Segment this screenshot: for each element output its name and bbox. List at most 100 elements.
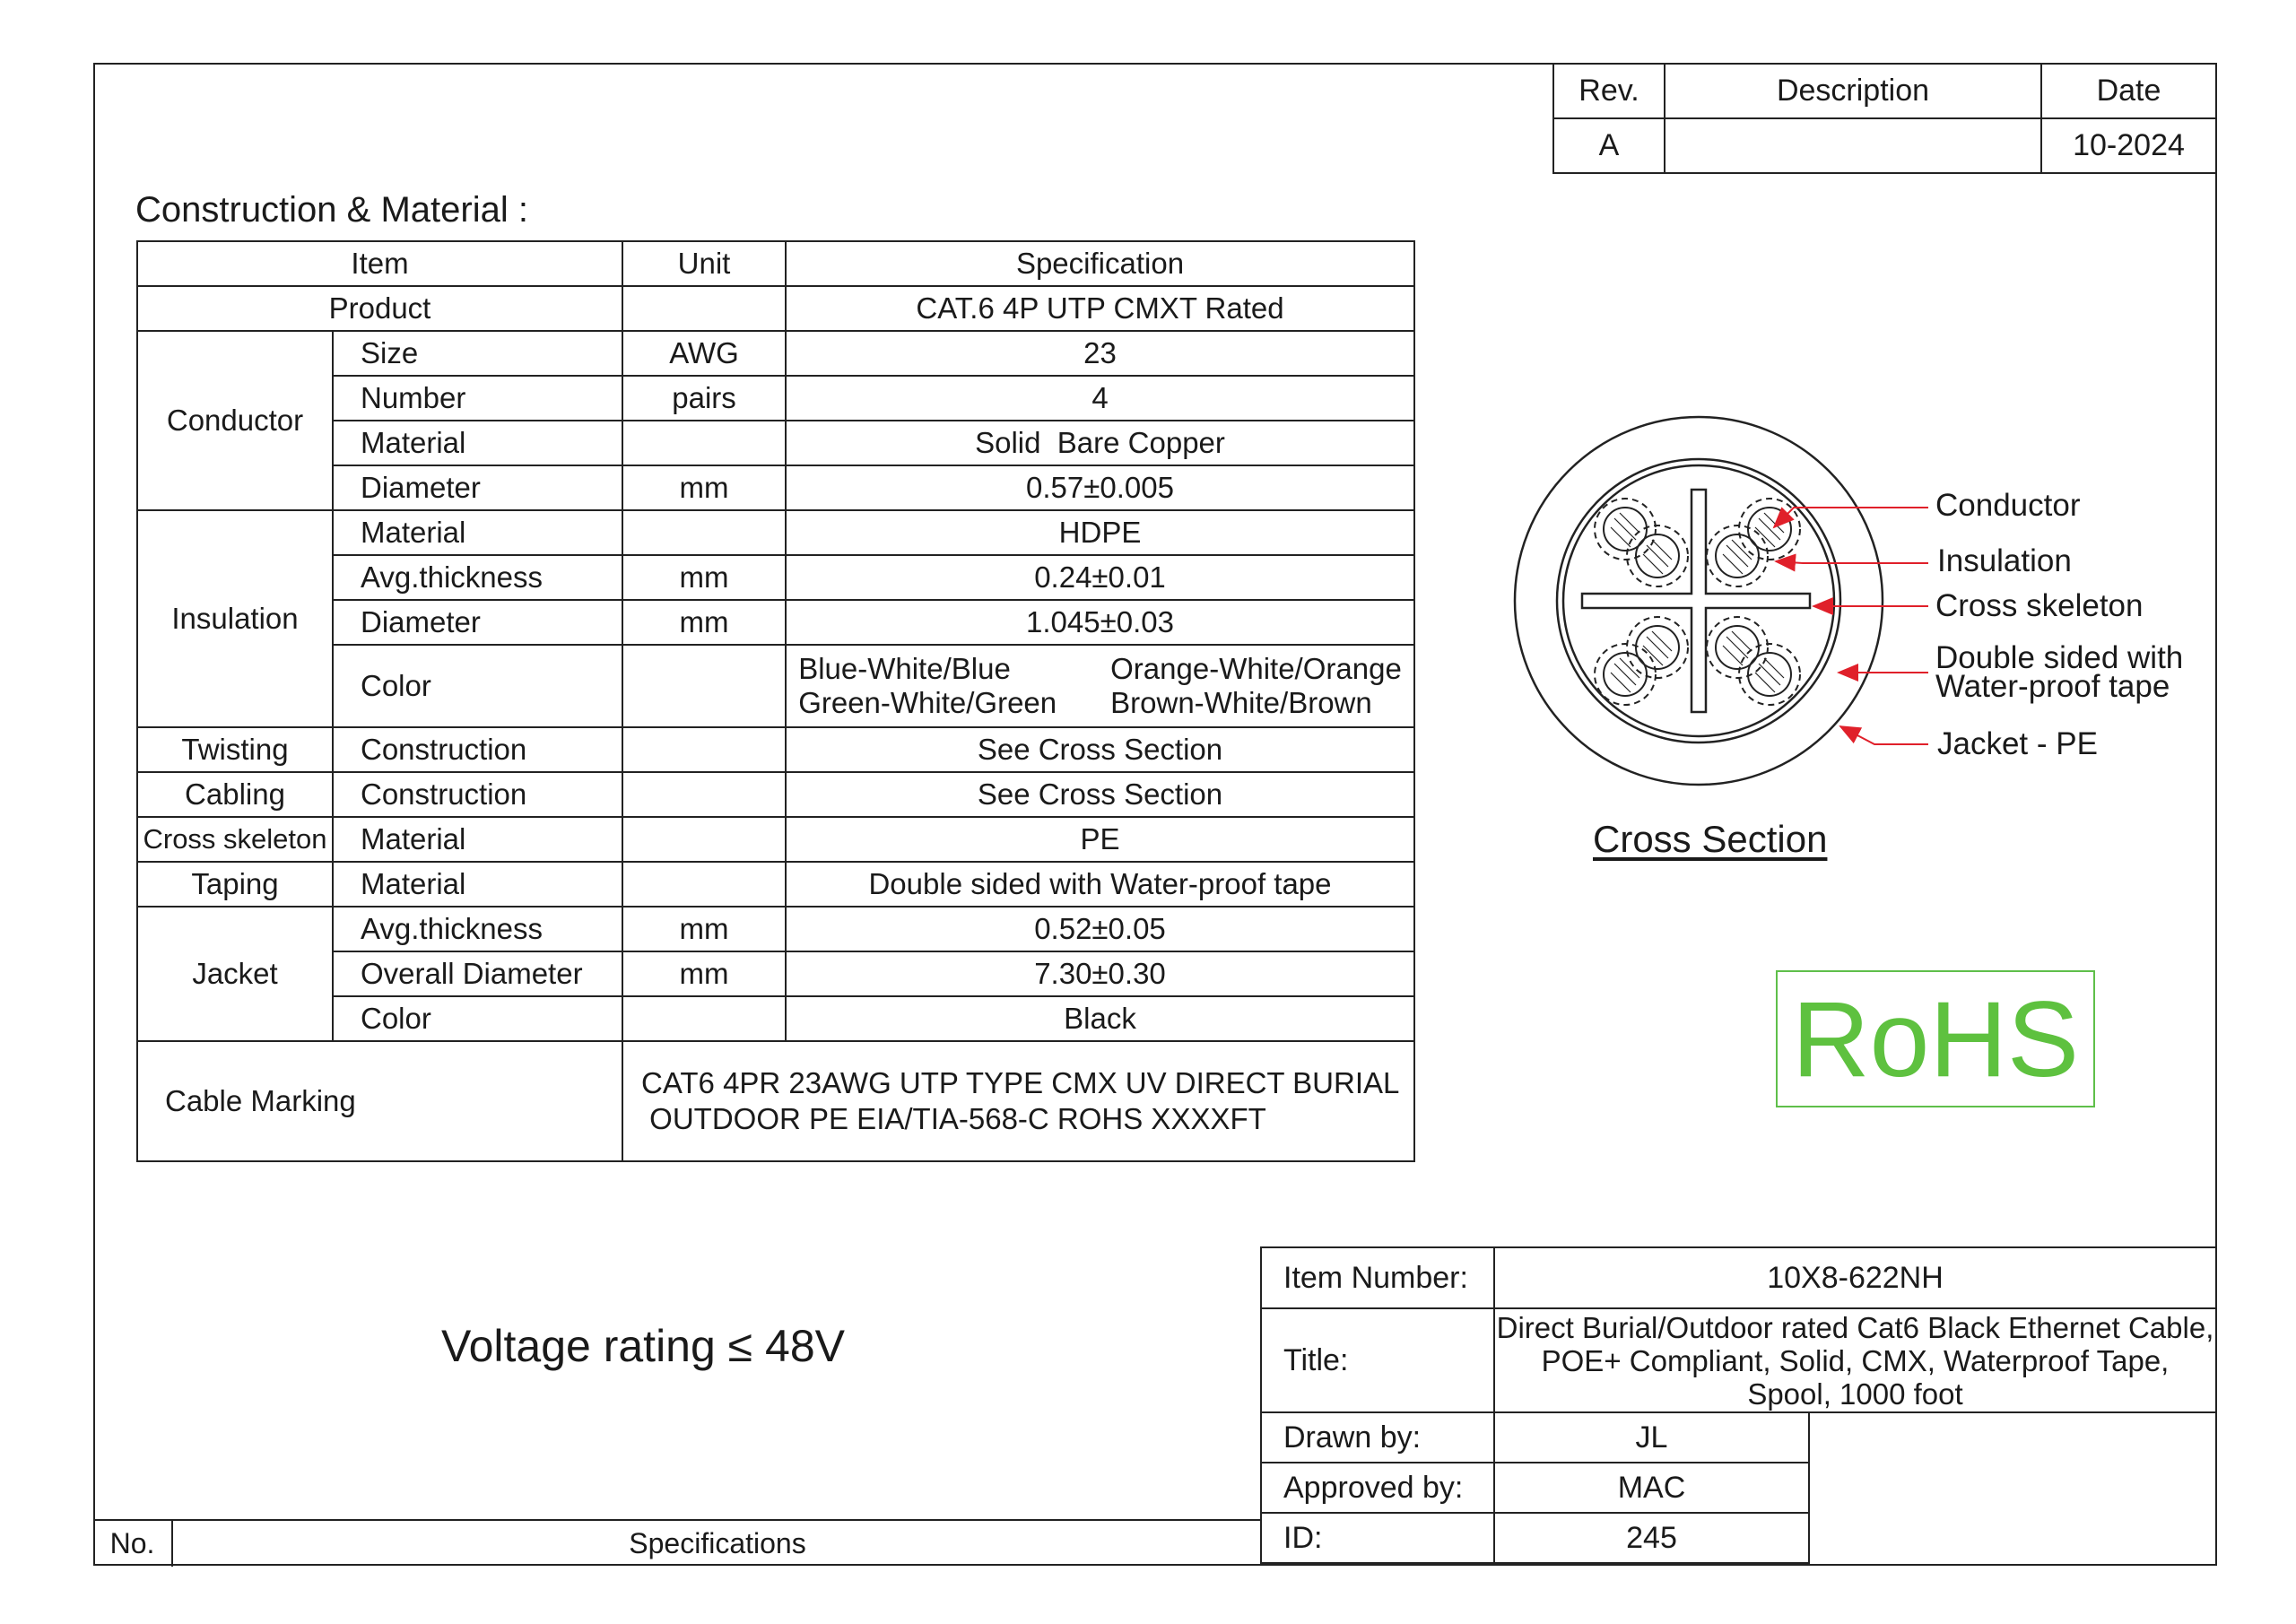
specification-header: Specification [785, 240, 1415, 287]
drawn-by-value: JL [1493, 1411, 1810, 1463]
jacket-diameter-name: Overall Diameter [332, 951, 623, 997]
color-orange: Orange-White/Orange [1110, 652, 1402, 685]
id-value: 245 [1493, 1512, 1810, 1564]
jacket-thickness-name: Avg.thickness [332, 906, 623, 952]
twisting-value: See Cross Section [785, 726, 1415, 773]
cross-skeleton-value: PE [785, 816, 1415, 863]
insulation-leader [1774, 553, 1928, 572]
insulation-thickness-unit: mm [622, 554, 787, 601]
voltage-rating: Voltage rating ≤ 48V [441, 1321, 845, 1371]
conductor-size-value: 23 [785, 330, 1415, 377]
revision-table: Rev. Description Date A 10-2024 [1552, 63, 2217, 174]
title-line-2: POE+ Compliant, Solid, CMX, Waterproof T… [1541, 1343, 2170, 1377]
tape-circle-inner [1561, 464, 1836, 738]
label-insulation: Insulation [1937, 543, 2072, 578]
cabling-label: Cabling [136, 771, 334, 818]
spec-table: Item Unit Specification Product CAT.6 4P… [136, 240, 1415, 1162]
label-conductor: Conductor [1935, 488, 2081, 523]
jacket-diameter-value: 7.30±0.30 [785, 951, 1415, 997]
unit-header: Unit [622, 240, 787, 287]
conductor-number-unit: pairs [622, 375, 787, 421]
cross-section-drawing [1513, 415, 1928, 786]
conductor-diameter-unit: mm [622, 465, 787, 511]
label-tape-line-1: Double sided with [1935, 640, 2184, 675]
jacket-circle [1513, 415, 1884, 786]
twisting-name: Construction [332, 726, 623, 773]
label-tape-line-2: Water-proof tape [1935, 669, 2170, 704]
construction-title: Construction & Material : [135, 190, 528, 230]
jacket-leader [1839, 725, 1928, 745]
cabling-value: See Cross Section [785, 771, 1415, 818]
jacket-color-name: Color [332, 995, 623, 1042]
footer-table: No. Specifications [93, 1519, 1262, 1567]
cable-marking-label: Cable Marking [136, 1040, 623, 1162]
color-green: Green-White/Green [798, 686, 1057, 719]
label-jacket: Jacket - PE [1937, 726, 2098, 761]
conductor-leader [1772, 507, 1928, 529]
rohs-badge: RoHS [1776, 970, 2095, 1107]
insulation-label: Insulation [136, 509, 334, 728]
title-block: Item Number: 10X8-622NH Title: Direct Bu… [1260, 1246, 2217, 1564]
jacket-color-unit [622, 995, 787, 1042]
twisting-label: Twisting [136, 726, 334, 773]
insulation-thickness-name: Avg.thickness [332, 554, 623, 601]
conductor-material-unit [622, 420, 787, 466]
rev-header: Rev. [1552, 63, 1665, 119]
description-header: Description [1664, 63, 2042, 119]
title-value: Direct Burial/Outdoor rated Cat6 Black E… [1493, 1307, 2217, 1413]
insulation-material-unit [622, 509, 787, 556]
insulation-color-name: Color [332, 644, 623, 728]
footer-no: No. [93, 1519, 173, 1567]
product-label: Product [136, 285, 623, 332]
date-value: 10-2024 [2040, 117, 2217, 174]
product-value: CAT.6 4P UTP CMXT Rated [785, 285, 1415, 332]
insulation-material-value: HDPE [785, 509, 1415, 556]
insulation-diameter-unit: mm [622, 599, 787, 646]
title-line-1: Direct Burial/Outdoor rated Cat6 Black E… [1496, 1310, 2214, 1344]
cable-marking-line-2: OUTDOOR PE EIA/TIA-568-C ROHS XXXXFT [641, 1102, 1266, 1135]
cross-section-title: Cross Section [1593, 818, 1828, 860]
id-label: ID: [1260, 1512, 1495, 1564]
cross-skeleton-name: Material [332, 816, 623, 863]
tape-circle-outer [1555, 457, 1842, 744]
taping-name: Material [332, 861, 623, 908]
jacket-label: Jacket [136, 906, 334, 1042]
drawn-by-label: Drawn by: [1260, 1411, 1495, 1463]
conductor-size-name: Size [332, 330, 623, 377]
approved-by-label: Approved by: [1260, 1462, 1495, 1514]
conductor-material-value: Solid Bare Copper [785, 420, 1415, 466]
pairs [1594, 498, 1801, 706]
insulation-color-value: Blue-White/Blue Green-White/Green Orange… [785, 644, 1415, 728]
title-line-3: Spool, 1000 foot [1747, 1376, 1963, 1411]
jacket-thickness-unit: mm [622, 906, 787, 952]
cable-marking-value: CAT6 4PR 23AWG UTP TYPE CMX UV DIRECT BU… [622, 1040, 1415, 1162]
date-header: Date [2040, 63, 2217, 119]
conductor-label: Conductor [136, 330, 334, 511]
insulation-diameter-name: Diameter [332, 599, 623, 646]
conductor-number-value: 4 [785, 375, 1415, 421]
jacket-thickness-value: 0.52±0.05 [785, 906, 1415, 952]
taping-value: Double sided with Water-proof tape [785, 861, 1415, 908]
label-tape: Double sided with Water-proof tape [1935, 640, 2184, 704]
description-value [1664, 117, 2042, 174]
taping-label: Taping [136, 861, 334, 908]
cable-marking-line-1: CAT6 4PR 23AWG UTP TYPE CMX UV DIRECT BU… [641, 1066, 1400, 1099]
color-brown: Brown-White/Brown [1110, 686, 1372, 719]
approved-by-value: MAC [1493, 1462, 1810, 1514]
insulation-thickness-value: 0.24±0.01 [785, 554, 1415, 601]
insulation-diameter-value: 1.045±0.03 [785, 599, 1415, 646]
item-header: Item [136, 240, 623, 287]
item-number-label: Item Number: [1260, 1246, 1495, 1309]
footer-specifications: Specifications [171, 1519, 1262, 1567]
title-label: Title: [1260, 1307, 1495, 1413]
label-cross-skeleton: Cross skeleton [1935, 588, 2144, 623]
conductor-material-name: Material [332, 420, 623, 466]
conductor-number-name: Number [332, 375, 623, 421]
item-number-value: 10X8-622NH [1493, 1246, 2217, 1309]
insulation-material-name: Material [332, 509, 623, 556]
jacket-diameter-unit: mm [622, 951, 787, 997]
cabling-name: Construction [332, 771, 623, 818]
cross-skeleton-label: Cross skeleton [136, 816, 334, 863]
rev-value: A [1552, 117, 1665, 174]
jacket-color-value: Black [785, 995, 1415, 1042]
